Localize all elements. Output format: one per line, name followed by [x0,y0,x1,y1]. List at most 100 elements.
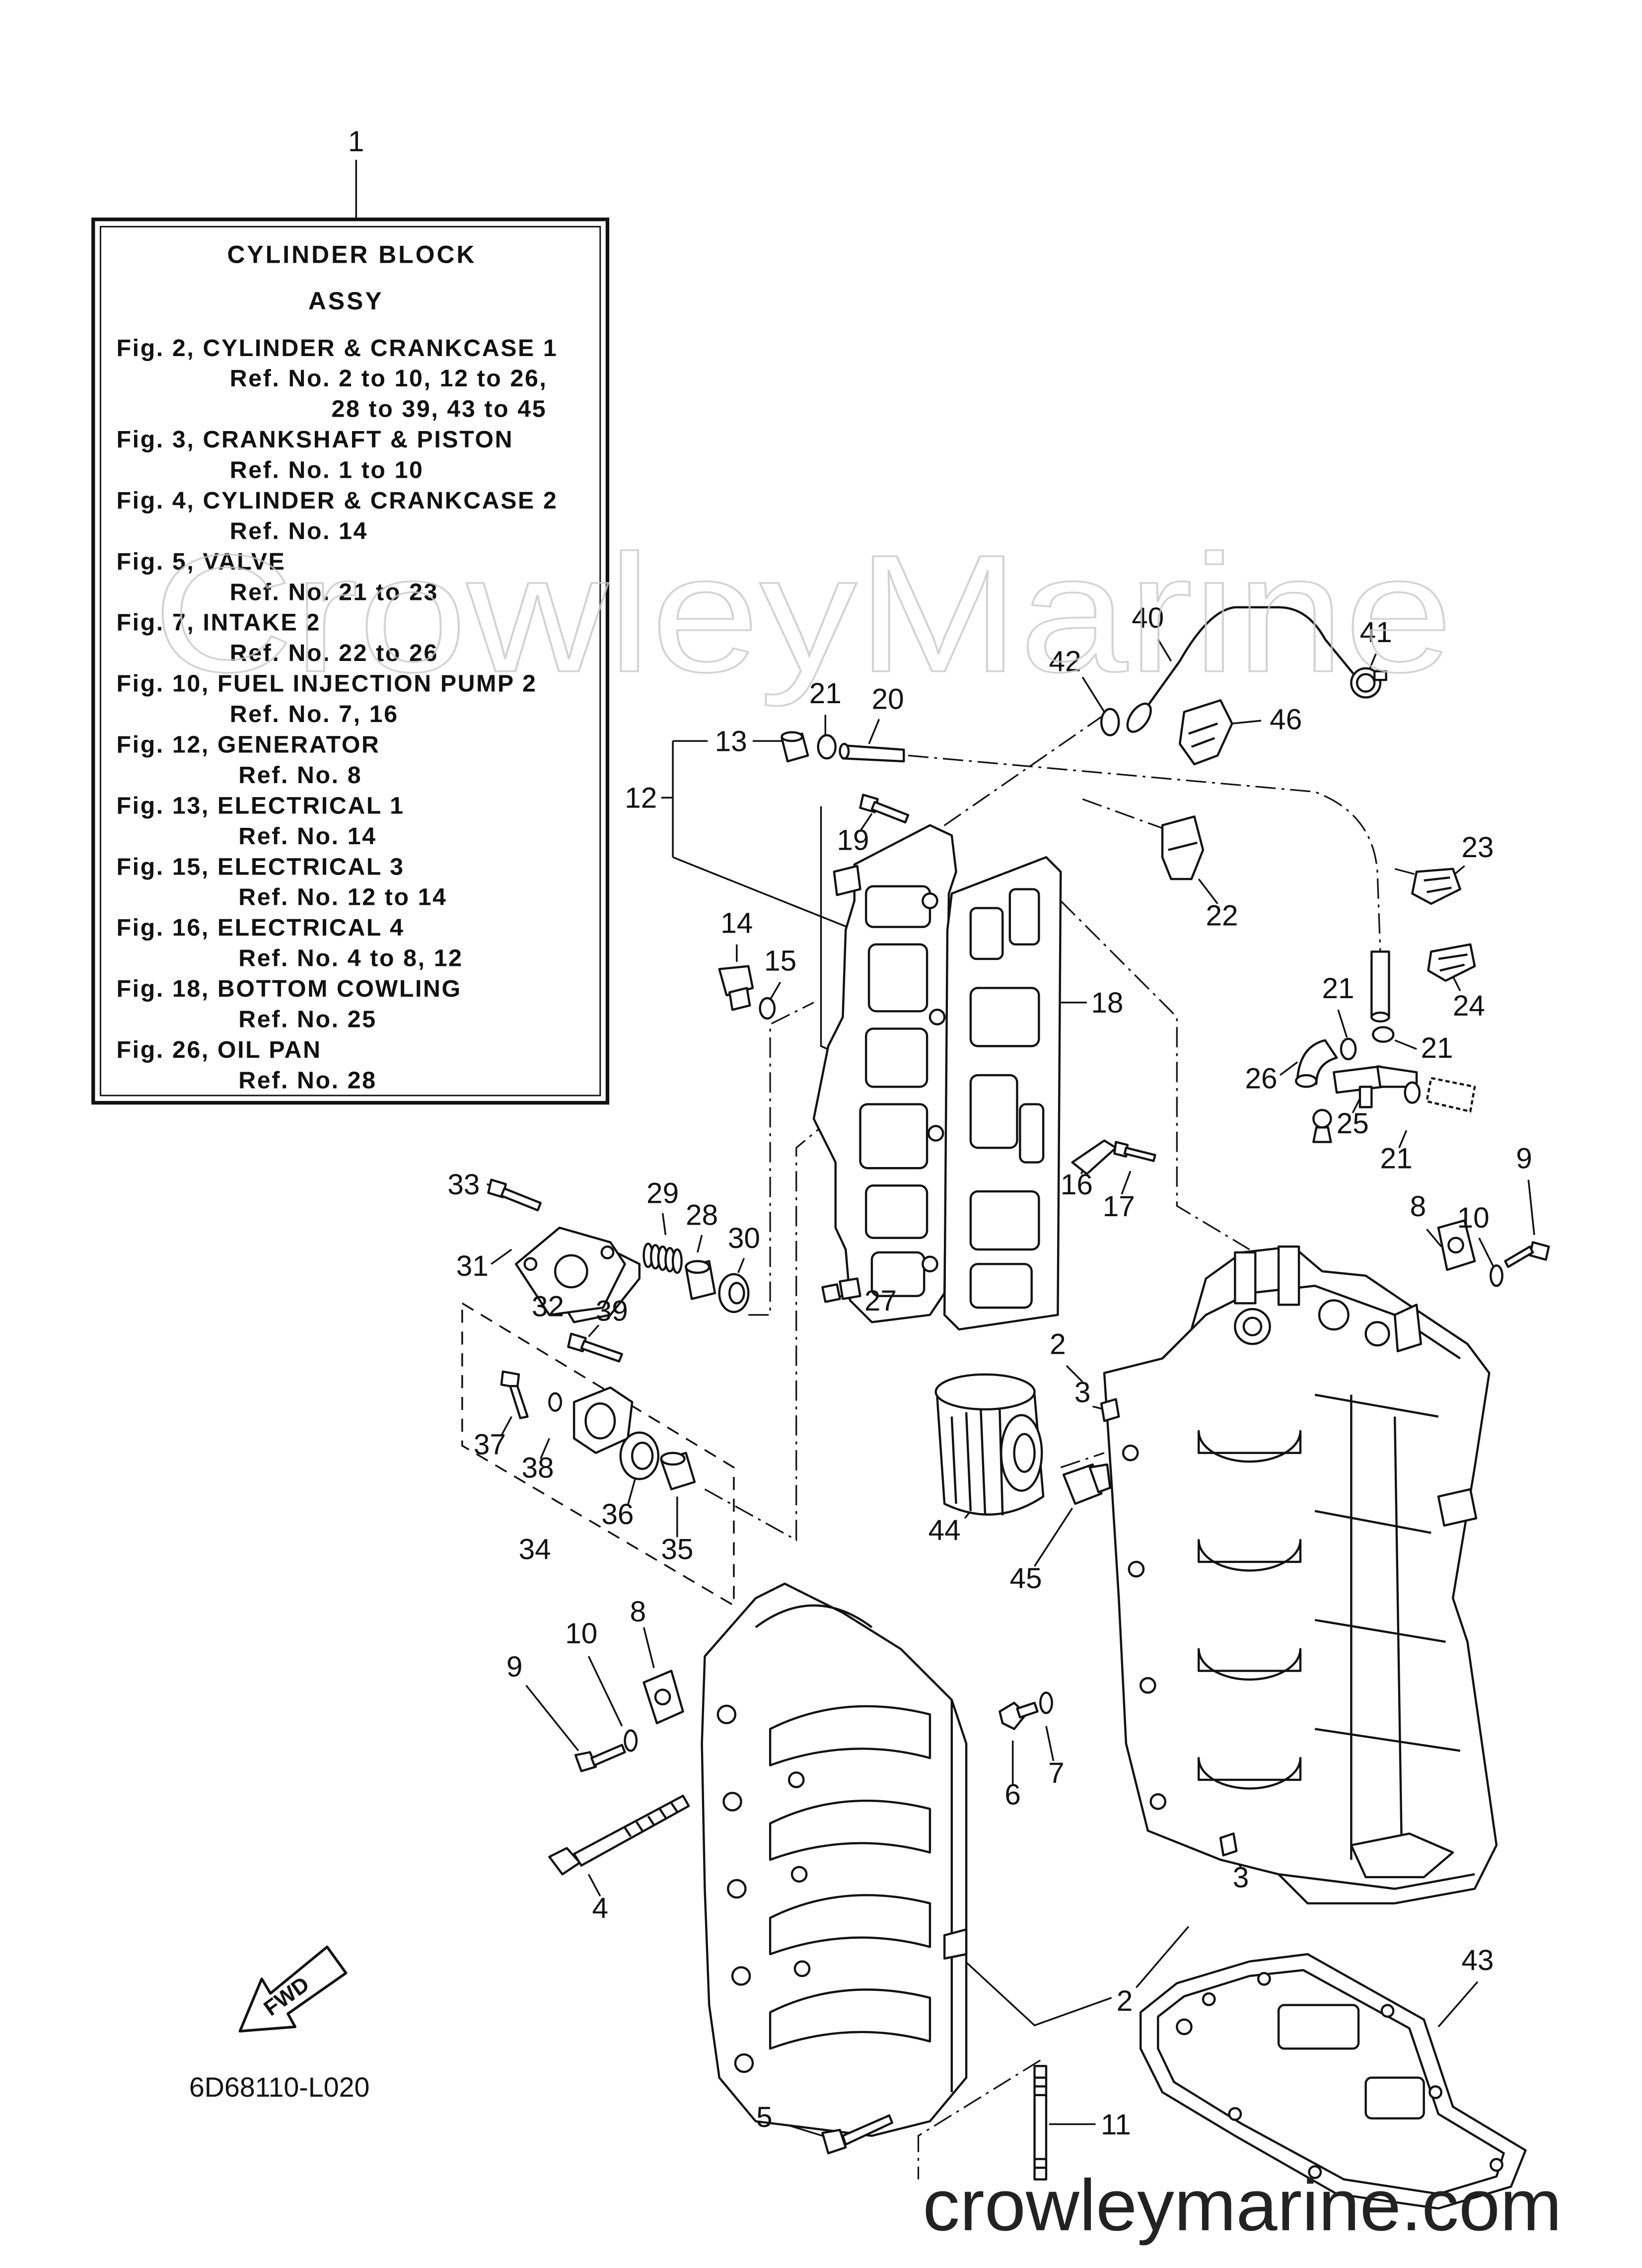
part-37-bolt-line [509,1385,529,1419]
callout-10: 10 [565,1617,597,1650]
callout-8: 8 [1410,1190,1427,1223]
fwd-arrow-icon-line [238,1945,348,2033]
part-46-hose-holder [1178,699,1233,766]
part-14-plug-line [728,987,751,1011]
part-22-holder [1161,815,1205,880]
part-25-tee-fitting [1333,1065,1418,1108]
leader-lines-line [587,1656,623,1727]
crankcase-line [769,1705,931,1766]
index-line: Fig. 13, ELECTRICAL 1 [117,792,405,819]
part-43-gasket [1139,1953,1527,2210]
part-20-tube [839,742,905,763]
part-9-bolt-line [1504,1245,1534,1268]
part-12-exhaust-cover-line [865,1184,928,1239]
part-22-holder-line [1161,815,1205,880]
callout-9: 9 [506,1651,523,1683]
part-19-bolt-line [870,801,910,824]
valve-housing [572,1386,634,1454]
part-12-exhaust-cover-line [839,1277,861,1300]
index-line: Ref. No. 4 to 8, 12 [238,945,463,972]
part-8-plate [643,1670,684,1725]
part-24-clip-line [1427,943,1476,982]
crankcase-line [769,1894,931,1956]
part-45-union-fitting-line [1088,1463,1111,1493]
callout-14: 14 [720,907,753,939]
index-line: Fig. 5, VALVE [117,548,286,575]
cylinder-block-line [1122,1444,1139,1462]
part-19-bolt [859,794,910,824]
part-40-hose-line [1138,606,1359,719]
leader-lines-line [1232,720,1262,725]
index-line: Fig. 15, ELECTRICAL 3 [117,853,405,880]
part-10-washer-line [1490,1264,1503,1287]
part-38-washer-line [548,1392,562,1412]
valve-housing-line [584,1402,616,1440]
part-9-bolt [1504,1241,1550,1268]
index-box-line [99,225,601,1097]
cylinder-block-line [1197,1539,1302,1572]
callout-19: 19 [837,824,869,857]
crankcase-line [793,1960,811,1977]
part-18-gasket-line [969,907,1004,960]
part-10-washer-line [624,1729,638,1752]
part-28-valve-line [685,1260,711,1274]
callout-7: 7 [1048,1757,1065,1789]
part-8-plate-line [654,1688,671,1706]
part-5-bolt-line [842,2114,894,2146]
cylinder-block-line [1393,1304,1423,1353]
part-43-gasket-line [1308,2165,1322,2179]
index-line: Fig. 4, CYLINDER & CRANKCASE 2 [117,487,558,514]
leader-lines-line [1034,1507,1073,1567]
part-6-bolt [999,1701,1039,1730]
index-box-title: CYLINDER BLOCK [227,241,476,269]
fwd-arrow-icon: FWD [238,1945,348,2033]
part-12-exhaust-cover-line [833,865,861,896]
callout-40: 40 [1132,602,1164,634]
index-box: CYLINDER BLOCK ASSY Fig. 2, CYLINDER & C… [91,159,610,1105]
index-line: Fig. 3, CRANKSHAFT & PISTON [117,426,514,453]
part-24-clip [1427,943,1476,982]
part-42-clip-ring-line [1100,708,1120,736]
part-44-oil-filter-line [950,1409,1004,1516]
part-17-screw [1113,1141,1156,1162]
leader-lines-line [1337,1009,1348,1038]
part-26-elbow-line [1295,1074,1318,1088]
cylinder-block-line [1278,1873,1475,1890]
part-36-seal-ring [619,1431,660,1480]
callout-38: 38 [521,1452,554,1484]
index-line: Ref. No. 1 to 10 [230,457,424,484]
part-10-washer [1490,1264,1503,1287]
part-27-clip-line [821,1283,841,1303]
part-12-exhaust-cover-line [865,1027,928,1088]
part-13-cap-line [781,731,803,742]
part-12-exhaust-cover-line [865,885,931,928]
leader-lines-line [1437,1981,1479,2028]
part-18-gasket-line [1008,888,1040,946]
part-30-seal [718,1273,750,1314]
leader-lines-line [1398,1130,1408,1148]
vent-pipe-line [1370,951,1390,1019]
part-12-exhaust-cover-line [867,943,928,1013]
callout-33: 33 [447,1169,480,1201]
cylinder-block-line [1234,1251,1257,1305]
part-41-hose-clamp-line [1356,673,1376,693]
cylinder-block-line [1437,1488,1478,1527]
part-27-clip [821,1283,841,1303]
cylinder-block-line [1139,1677,1156,1694]
callout-11: 11 [1101,2109,1131,2141]
part-14-plug [718,965,754,1011]
part-40-hose [1126,606,1359,733]
connection-lines-line [1060,1452,1105,1468]
callout-45: 45 [1009,1562,1042,1595]
part-11-stud-bolt-line [1033,2065,1048,2181]
callout-41: 41 [1360,616,1392,649]
callout-17: 17 [1103,1190,1135,1223]
callout-13: 13 [715,726,747,758]
part-30-seal-line [728,1282,745,1305]
connection-lines-line [1082,798,1163,829]
callout-25: 25 [1337,1107,1369,1140]
vent-pipe-line [1370,1012,1390,1023]
part-31-cover-line [523,1257,538,1271]
callout-46: 46 [1270,704,1302,736]
part-12-exhaust-cover-line [870,1251,926,1297]
